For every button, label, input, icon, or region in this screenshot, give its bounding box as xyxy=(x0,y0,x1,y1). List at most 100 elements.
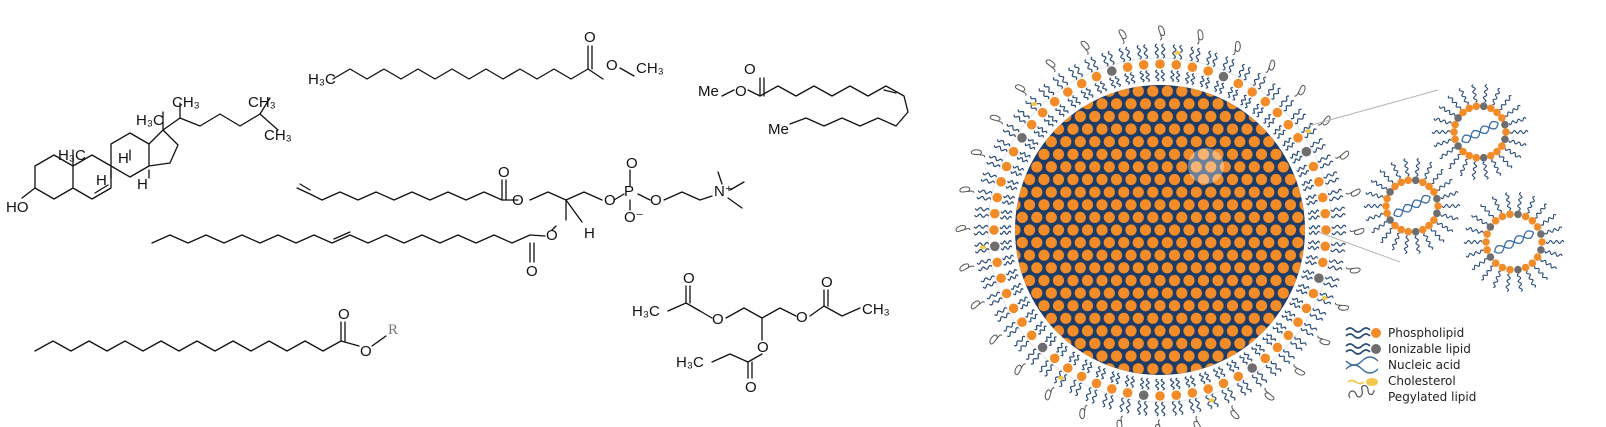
core-particle xyxy=(1219,262,1231,274)
inner-lipid-tail xyxy=(1199,75,1205,88)
core-particle xyxy=(1038,199,1050,211)
core-particle xyxy=(1161,237,1173,249)
inner-lipid-tail xyxy=(1292,297,1303,303)
core-particle xyxy=(1038,173,1050,186)
outer-lipid-tail xyxy=(1206,50,1212,66)
inner-lipid-tail xyxy=(1302,184,1315,192)
methyl-laurate-h3c-label: H₃C xyxy=(308,71,336,88)
lipid-head xyxy=(1272,342,1283,353)
outer-lipid-tail xyxy=(1030,96,1042,107)
core-particle xyxy=(1023,173,1036,186)
lipid-head xyxy=(1301,303,1312,314)
inner-lipid-tail xyxy=(1276,129,1286,139)
core-particle xyxy=(1255,148,1268,160)
core-particle xyxy=(1045,186,1057,198)
core-particle xyxy=(1132,85,1144,97)
core-particle xyxy=(1241,148,1253,160)
core-particle xyxy=(1197,199,1210,211)
vesicle-head xyxy=(1487,104,1495,113)
core-particle xyxy=(1096,274,1108,287)
phospholipid-o-minus-label: O⁻ xyxy=(624,209,644,226)
core-particle xyxy=(1118,186,1130,198)
vesicle-head xyxy=(1506,265,1514,274)
core-particle xyxy=(1081,325,1094,337)
inner-lipid-tail xyxy=(999,215,1013,220)
outer-lipid-tail xyxy=(1304,128,1317,139)
vesicle-head xyxy=(1533,223,1542,231)
vesicle-head xyxy=(1537,246,1545,254)
lipid-head xyxy=(1187,62,1198,72)
core-particle xyxy=(1176,337,1188,350)
methyl-laurate-o-top-label: O xyxy=(584,29,596,46)
lipid-head xyxy=(1001,161,1012,172)
vesicle-tail xyxy=(1545,239,1565,245)
core-particle xyxy=(1067,123,1079,135)
phospholipid-o5-label: O xyxy=(650,192,662,209)
vesicle-tail xyxy=(1424,161,1433,180)
core-particle xyxy=(1248,237,1260,249)
outer-lipid-tail xyxy=(1160,401,1166,417)
core-particle xyxy=(1168,148,1181,160)
vesicle-head xyxy=(1472,102,1481,111)
core-particle xyxy=(1248,312,1260,324)
core-particle xyxy=(1154,98,1166,110)
core-particle xyxy=(1060,287,1072,299)
outer-lipid-tail xyxy=(1205,395,1213,410)
core-particle xyxy=(1074,186,1086,198)
core-particle xyxy=(1139,199,1152,211)
legend: Phospholipid Ionizable lipid Nucleic aci… xyxy=(1345,326,1476,404)
lipid-head xyxy=(1318,192,1328,203)
core-particle xyxy=(1270,224,1282,236)
lipid-head xyxy=(992,257,1002,268)
inner-lipid-tail xyxy=(1033,130,1044,138)
nucleic-acid-vesicles xyxy=(1363,84,1565,292)
core-particle xyxy=(1074,110,1086,123)
dna-strand-b xyxy=(1493,232,1535,252)
outer-lipid-tail xyxy=(1328,259,1344,265)
core-particle xyxy=(1241,173,1253,186)
core-particle xyxy=(1110,98,1123,110)
vesicle-head xyxy=(1479,153,1488,162)
core-particle xyxy=(1110,148,1123,160)
core-particle xyxy=(1103,186,1115,198)
inner-lipid-tail xyxy=(1284,310,1296,317)
vesicle-head xyxy=(1506,210,1514,219)
core-particle xyxy=(1081,199,1094,211)
inner-lipid-tail xyxy=(1000,239,1012,245)
core-particle xyxy=(1205,161,1217,173)
core-particle xyxy=(1190,161,1202,173)
phospholipid-o3-label: O xyxy=(604,192,616,209)
core-particle xyxy=(1255,199,1268,211)
outer-lipid-tail xyxy=(1301,122,1313,133)
core-particle xyxy=(1110,325,1123,337)
core-particle xyxy=(1277,211,1289,223)
inner-lipid-tail xyxy=(1145,377,1150,391)
core-particle xyxy=(1015,224,1021,236)
vesicle-tail xyxy=(1471,84,1478,103)
lipid-head xyxy=(1049,96,1060,107)
outer-lipid-tail xyxy=(1007,327,1019,338)
cholesterol-mark xyxy=(1305,129,1311,134)
small-vesicle xyxy=(1463,192,1565,292)
outer-lipid-tail xyxy=(1090,56,1099,71)
cholesterol-icon xyxy=(1347,379,1365,385)
core-particle xyxy=(1284,173,1297,186)
inner-lipid-tail xyxy=(1281,314,1293,322)
cholesterol-mark xyxy=(1031,102,1038,107)
core-particle xyxy=(1248,211,1260,223)
core-particle xyxy=(1197,123,1210,135)
core-particle xyxy=(1241,325,1253,337)
inner-lipid-tail xyxy=(1124,375,1130,387)
inner-lipid-tail xyxy=(1232,89,1239,101)
core-particle xyxy=(1205,287,1217,299)
vesicle-tail xyxy=(1363,203,1383,209)
pegylated-lipid xyxy=(955,225,971,232)
lipid-head xyxy=(1272,107,1283,118)
core-particle xyxy=(1234,136,1246,148)
lipid-head xyxy=(1001,288,1012,299)
inner-lipid-tail xyxy=(1154,69,1160,82)
core-particle xyxy=(1190,237,1202,249)
lipid-head xyxy=(1171,390,1182,401)
vesicle-head xyxy=(1386,216,1394,224)
core-particle xyxy=(1197,300,1210,312)
